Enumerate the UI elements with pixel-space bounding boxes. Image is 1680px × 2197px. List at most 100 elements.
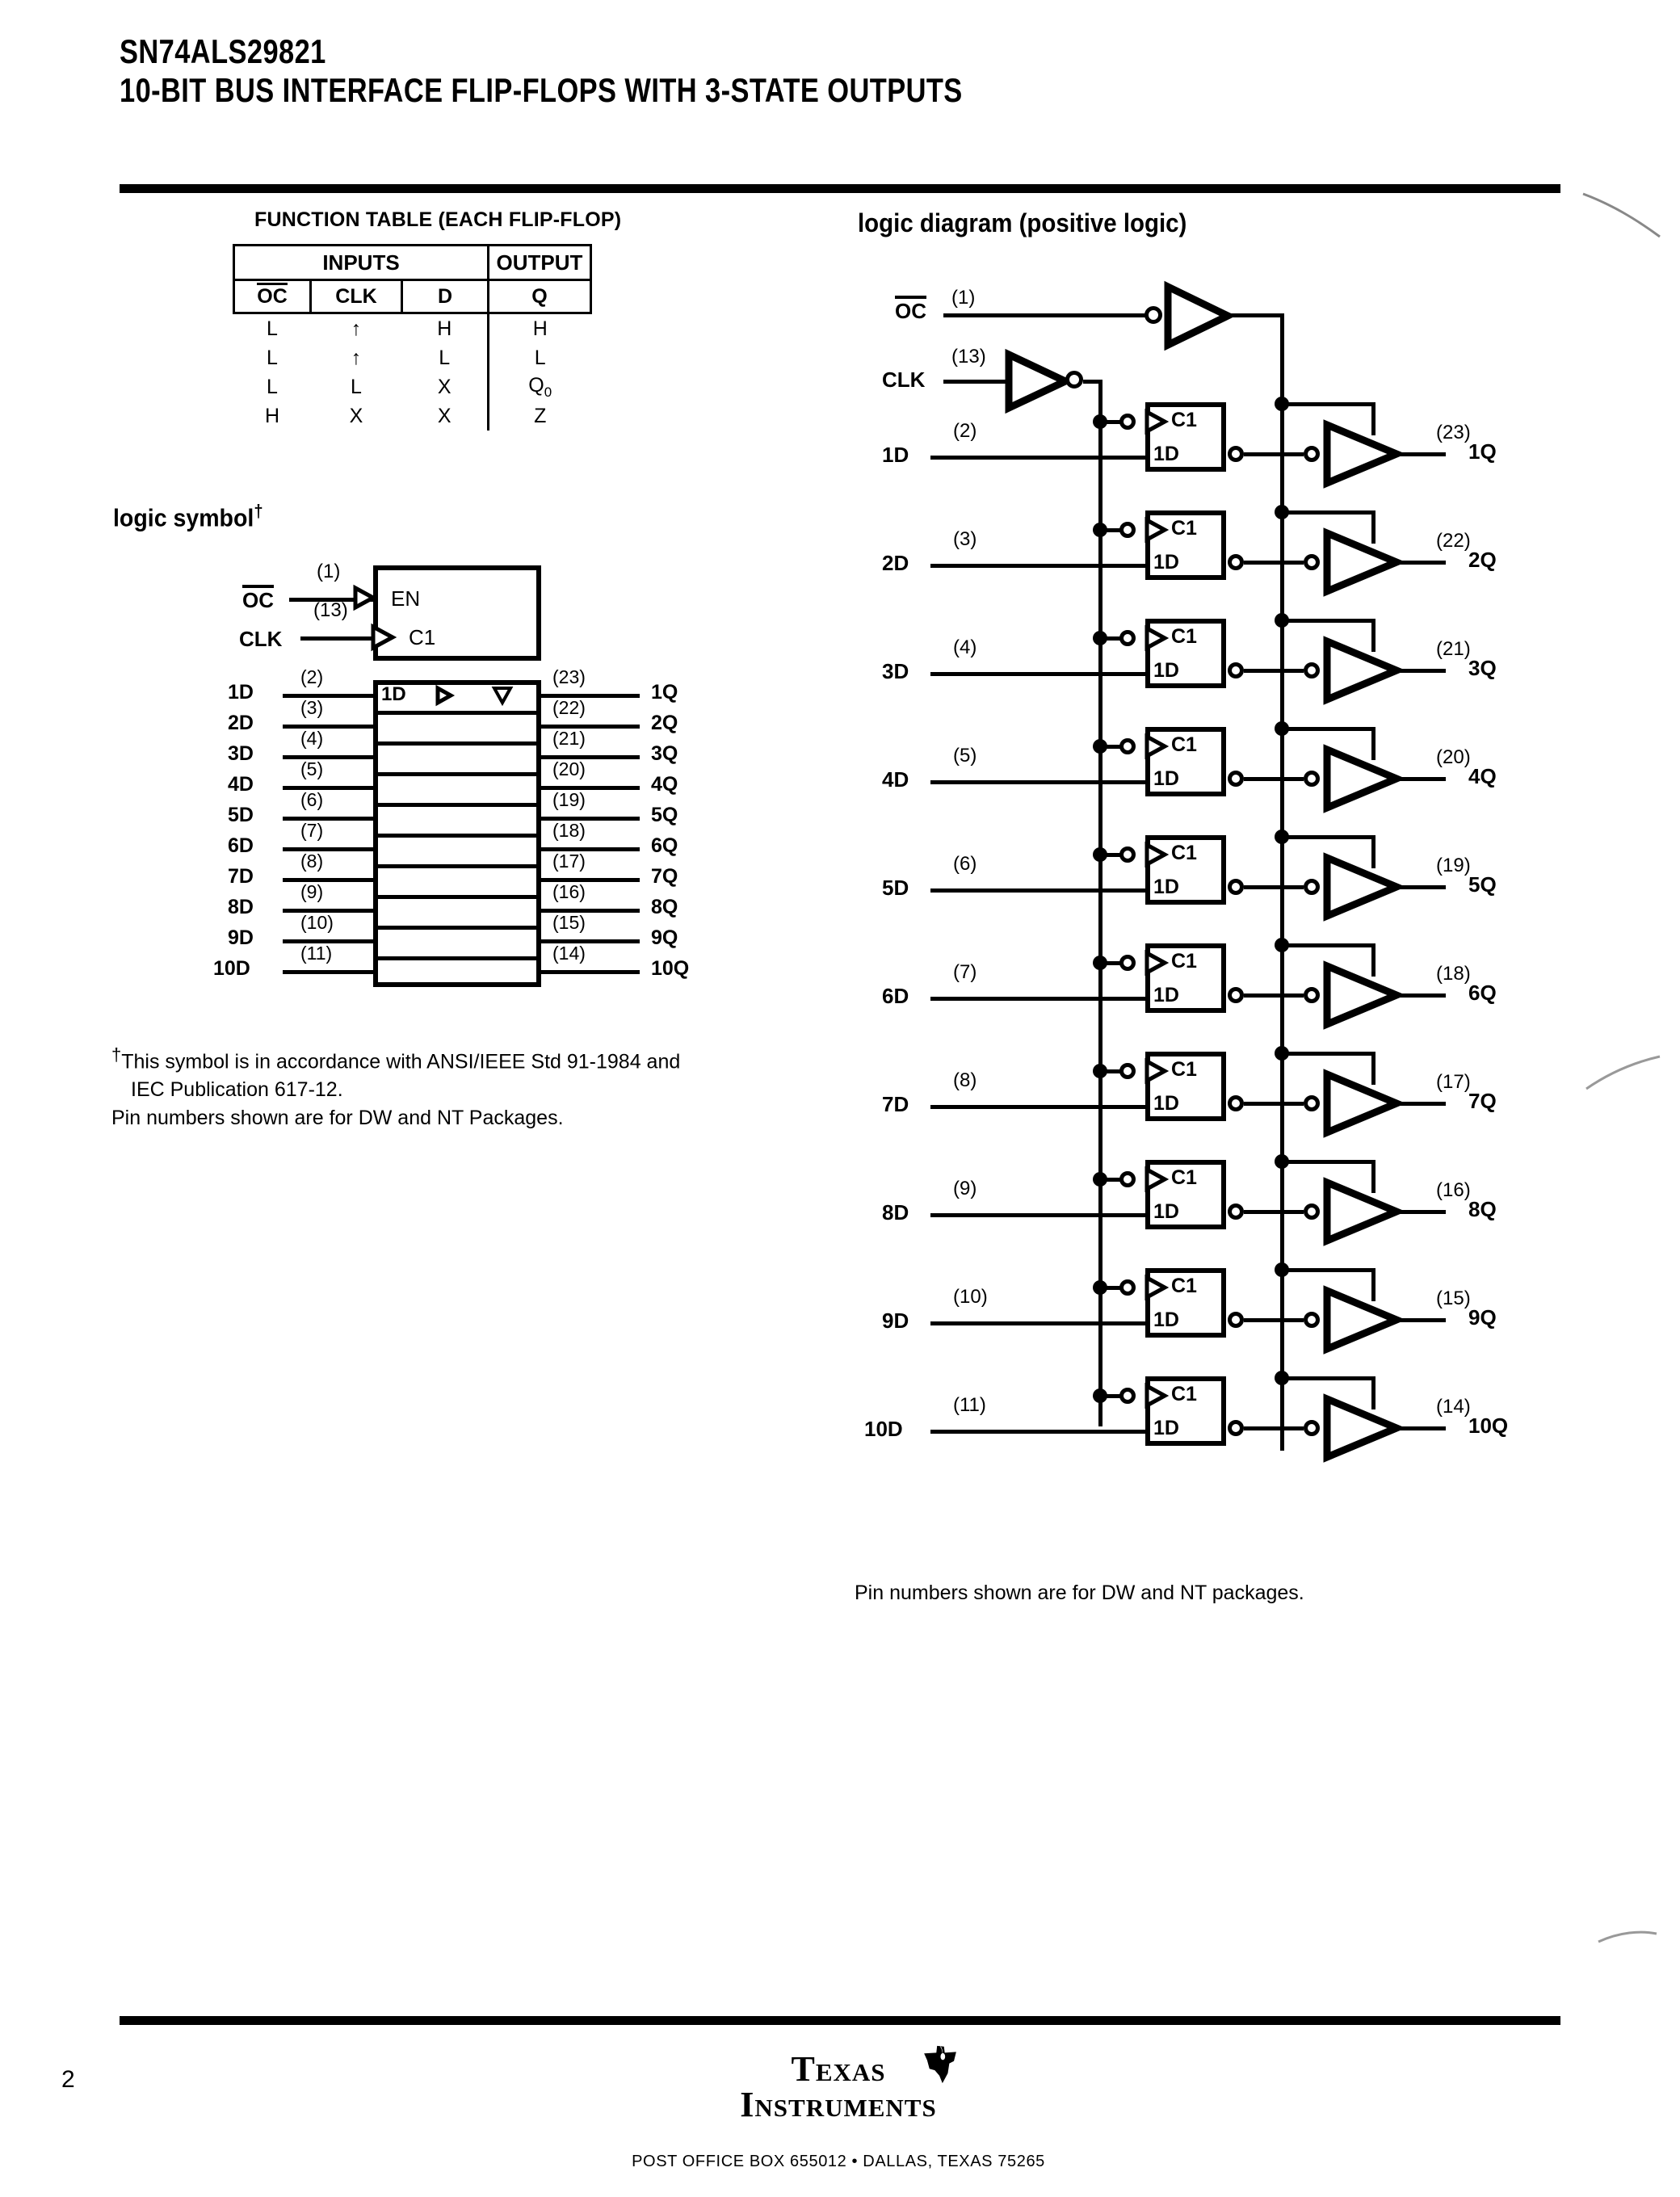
ff-dynamic-input-icon <box>1144 1382 1170 1409</box>
cell-oc: L <box>267 317 278 340</box>
logic-symbol-input-label: 3D <box>228 742 254 765</box>
oc-bus-junction-dot <box>1275 721 1289 736</box>
logic-symbol-input-pin: (6) <box>300 789 324 810</box>
logic-symbol-output-wire <box>541 970 640 974</box>
column-header-q: Q <box>487 279 592 314</box>
logic-symbol-output-pin: (20) <box>552 758 586 779</box>
logic-symbol-clk-pin: (13) <box>313 599 348 621</box>
diagram-input-label: 3D <box>882 659 909 683</box>
oc-bus-junction-dot <box>1275 1371 1289 1385</box>
oc-bus-junction-dot <box>1275 613 1289 628</box>
ff-clock-wire <box>1098 1286 1124 1290</box>
diagram-output-wire <box>1396 561 1446 565</box>
oc-bus-junction-dot <box>1275 397 1289 411</box>
diagram-input-pin: (4) <box>953 636 977 658</box>
diagram-input-wire <box>930 780 1145 784</box>
logic-symbol-output-label: 7Q <box>651 865 678 888</box>
footer-rule <box>120 2016 1560 2025</box>
logic-symbol-output-wire <box>541 939 640 943</box>
diagram-output-label: 8Q <box>1468 1197 1497 1221</box>
logic-symbol-input-label: 9D <box>228 926 254 949</box>
logic-symbol-input-wire <box>283 939 373 943</box>
ff-clock-bubble <box>1119 1171 1136 1187</box>
diagram-oc-input-wire <box>943 313 1145 317</box>
ff-clock-label: C1 <box>1171 842 1197 864</box>
logic-symbol-output-label: 5Q <box>651 804 678 826</box>
diagram-output-wire <box>1396 885 1446 889</box>
ff-q-output-wire <box>1244 1210 1304 1214</box>
diagram-output-pin: (18) <box>1436 963 1471 985</box>
clk-bus-junction-dot <box>1093 1172 1107 1187</box>
flip-flop-block <box>1145 943 1226 1013</box>
ff-data-label: 1D <box>1153 659 1179 682</box>
cell-d: X <box>437 404 452 427</box>
ff-q-output-wire <box>1244 1318 1304 1322</box>
logic-symbol-input-pin: (10) <box>300 912 334 933</box>
logic-symbol-output-pin: (15) <box>552 912 586 933</box>
buffer-enable-wire <box>1280 402 1375 406</box>
ff-data-label: 1D <box>1153 1092 1179 1115</box>
diagram-output-label: 10Q <box>1468 1414 1509 1438</box>
ti-address: POST OFFICE BOX 655012 • DALLAS, TEXAS 7… <box>632 2153 1045 2170</box>
ff-clock-bubble <box>1119 630 1136 646</box>
clk-inverter-bubble <box>1065 371 1083 389</box>
diagram-input-pin: (11) <box>953 1394 986 1416</box>
cell-oc: L <box>267 346 278 369</box>
diagram-output-label: 9Q <box>1468 1305 1497 1330</box>
logic-symbol-array-block <box>373 680 541 987</box>
logic-symbol-clk-wire <box>300 636 373 641</box>
clk-bus-junction-dot <box>1093 1064 1107 1078</box>
logic-symbol-input-wire <box>283 970 373 974</box>
table-row: H X X Z <box>234 401 591 431</box>
diagram-input-pin: (8) <box>953 1069 977 1091</box>
diagram-output-label: 4Q <box>1468 764 1497 788</box>
ff-clock-label: C1 <box>1171 1058 1197 1081</box>
ff-clock-label: C1 <box>1171 1275 1197 1297</box>
output-buffer-triangle <box>1323 960 1406 1030</box>
ff-q-output-wire <box>1244 669 1304 673</box>
clk-bus-junction-dot <box>1093 631 1107 645</box>
ff-data-label: 1D <box>1153 1200 1179 1223</box>
logic-symbol-control-block <box>373 565 541 661</box>
group-header-inputs: INPUTS <box>233 244 489 281</box>
logic-symbol-output-wire <box>541 755 640 759</box>
logic-symbol-output-wire <box>541 847 640 851</box>
buffer-enable-drop <box>1371 1052 1376 1085</box>
ff-clock-bubble <box>1119 1388 1136 1404</box>
buffer-input-bubble <box>1304 987 1320 1003</box>
column-header-d: D <box>401 279 489 314</box>
diagram-input-pin: (10) <box>953 1286 988 1308</box>
diagram-output-label: 3Q <box>1468 656 1497 680</box>
logic-symbol-three-state-icon <box>491 687 514 707</box>
logic-symbol-input-pin: (4) <box>300 728 324 749</box>
diagram-output-label: 1Q <box>1468 439 1497 464</box>
diagram-input-wire <box>930 1321 1145 1325</box>
ff-q-output-bubble <box>1228 1420 1244 1436</box>
ff-dynamic-input-icon <box>1144 624 1170 652</box>
ff-clock-label: C1 <box>1171 1166 1197 1189</box>
logic-symbol-input-pin: (9) <box>300 881 324 902</box>
ff-q-output-bubble <box>1228 662 1244 678</box>
buffer-enable-wire <box>1280 1052 1375 1056</box>
ff-q-output-wire <box>1244 777 1304 781</box>
diagram-input-label: 9D <box>882 1309 909 1333</box>
diagram-oc-enable-bus <box>1280 313 1284 1451</box>
ff-q-output-bubble <box>1228 771 1244 787</box>
logic-symbol-input-label: 6D <box>228 834 254 857</box>
diagram-clk-inverter-output-wire <box>1083 380 1102 384</box>
control-block-shoulder <box>517 656 541 661</box>
footnote-dagger: † <box>111 1044 122 1065</box>
ff-clock-bubble <box>1119 738 1136 754</box>
flip-flop-block <box>1145 1268 1226 1338</box>
logic-symbol-input-label: 10D <box>213 957 250 980</box>
cell-clk: X <box>349 404 363 427</box>
diagram-output-pin: (21) <box>1436 638 1471 660</box>
oc-inverter-triangle <box>1164 280 1237 351</box>
logic-symbol-input-wire <box>283 847 373 851</box>
diagram-oc-label: OC <box>895 296 926 324</box>
diagram-input-label: 2D <box>882 551 909 575</box>
diagram-output-wire <box>1396 993 1446 998</box>
logic-symbol-input-label: 8D <box>228 896 254 918</box>
diagram-output-wire <box>1396 1318 1446 1322</box>
ff-clock-wire <box>1098 528 1124 532</box>
